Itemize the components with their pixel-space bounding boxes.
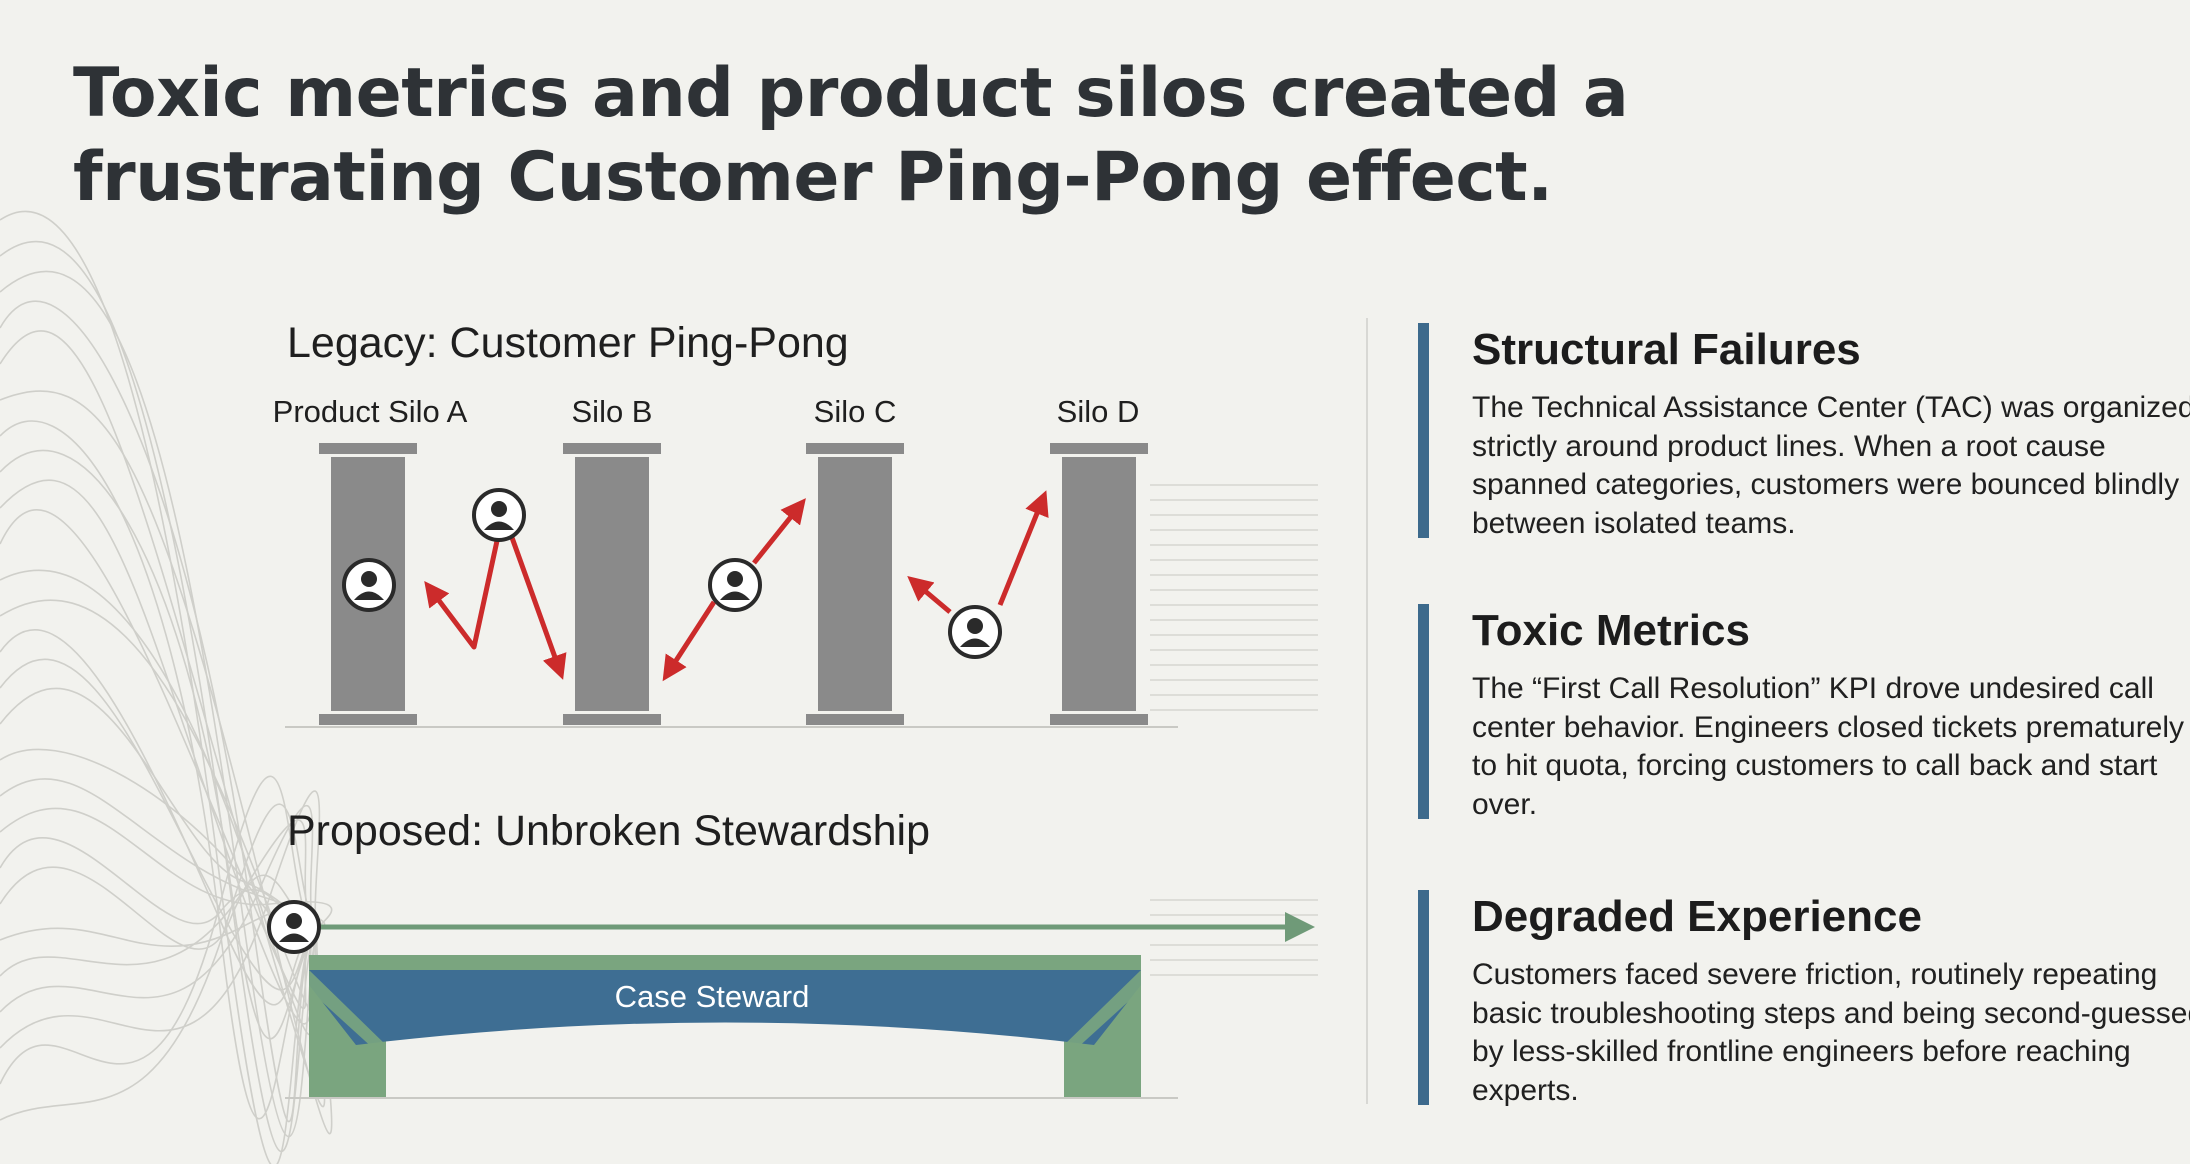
page-title: Toxic metrics and product silos created … xyxy=(73,52,1629,220)
panel-body: The “First Call Resolution” KPI drove un… xyxy=(1472,672,2185,821)
bounce-arrow-back-to-c xyxy=(907,575,952,614)
silo-label-a: Product Silo A xyxy=(273,394,468,429)
accent-bar xyxy=(1418,323,1429,538)
accent-bar xyxy=(1418,604,1429,819)
flow-curve xyxy=(0,790,321,1049)
flow-curve xyxy=(0,803,321,1121)
panel-body: The Technical Assistance Center (TAC) wa… xyxy=(1472,391,2190,540)
silo-pillar-d xyxy=(1050,443,1148,725)
flow-curve xyxy=(0,629,321,1006)
legacy-heading: Legacy: Customer Ping-Pong xyxy=(287,319,849,367)
right-flow-lines xyxy=(1150,484,1318,976)
panel-degraded-experience: Degraded Experience Customers faced seve… xyxy=(1418,890,2190,1110)
flow-curve xyxy=(0,819,321,977)
bounce-arrow-to-b-low xyxy=(662,600,717,682)
panel-title: Degraded Experience xyxy=(1472,892,1922,941)
flow-curve xyxy=(0,775,321,1085)
flow-curve xyxy=(0,449,321,1040)
bounce-arrow-to-d xyxy=(997,490,1049,606)
bounce-arrow-to-c xyxy=(752,498,806,565)
column-divider xyxy=(1366,318,1368,1104)
user-circle-icon xyxy=(342,558,396,612)
flow-curve xyxy=(0,509,321,1010)
proposed-heading: Proposed: Unbroken Stewardship xyxy=(287,807,930,855)
panel-structural-failures: Structural Failures The Technical Assist… xyxy=(1418,323,2190,543)
flow-curve xyxy=(0,804,321,1013)
user-circle-icon xyxy=(472,488,526,542)
user-circle-icon xyxy=(267,900,321,954)
left-flow-curves xyxy=(0,210,333,1164)
panel-title: Toxic Metrics xyxy=(1472,606,1750,655)
page-title-line-2: frustrating Customer Ping-Pong effect. xyxy=(73,138,1553,217)
bounce-arrow-a-to-b-up xyxy=(424,526,503,650)
bounce-arrow-down-to-b xyxy=(507,531,567,680)
silo-label-d: Silo D xyxy=(1057,394,1140,429)
panel-toxic-metrics: Toxic Metrics The “First Call Resolution… xyxy=(1418,604,2190,824)
panel-title: Structural Failures xyxy=(1472,325,1861,374)
case-steward-label: Case Steward xyxy=(615,979,810,1014)
user-circle-icon xyxy=(708,558,762,612)
case-steward-bridge: Case Steward xyxy=(309,955,1141,1098)
flow-curve xyxy=(0,658,321,991)
silo-pillar-b xyxy=(563,443,661,725)
silo-label-c: Silo C xyxy=(814,394,897,429)
flow-curve xyxy=(0,807,333,932)
accent-bar xyxy=(1418,890,1429,1105)
silo-pillar-c xyxy=(806,443,904,725)
panel-body: Customers faced severe friction, routine… xyxy=(1472,958,2190,1107)
page-title-line-1: Toxic metrics and product silos created … xyxy=(73,54,1629,133)
user-circle-icon xyxy=(948,605,1002,659)
silo-label-b: Silo B xyxy=(572,394,653,429)
